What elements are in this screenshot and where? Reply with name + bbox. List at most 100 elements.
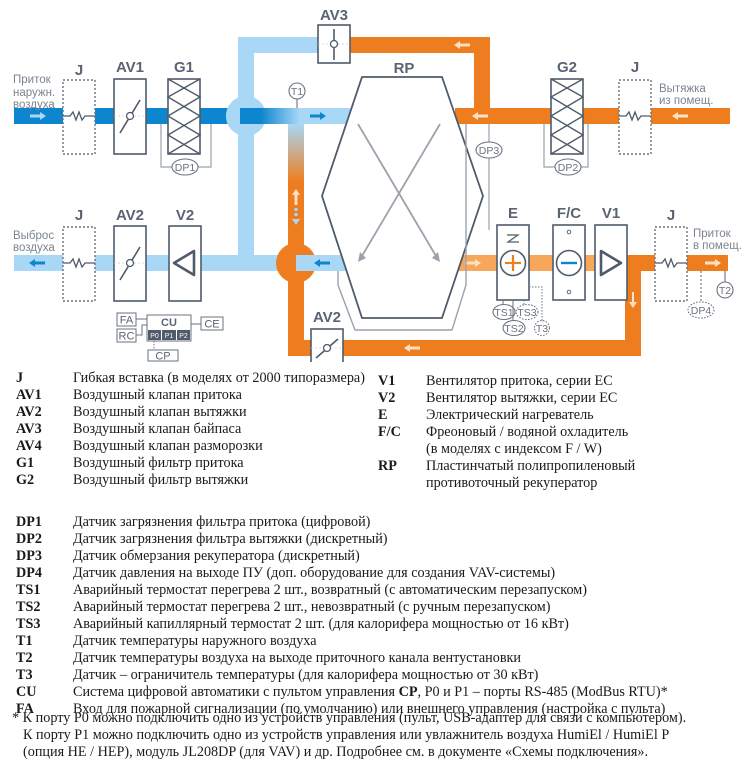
duct-bypass-top (238, 37, 318, 53)
svg-text:TS1: TS1 (494, 307, 513, 319)
port-p0: P0 (150, 333, 159, 340)
label-room-extract: Вытяжка из помещ. (659, 83, 713, 107)
svg-text:J: J (75, 207, 83, 224)
air-filter-g1: G1 (166, 59, 202, 155)
svg-text:AV1: AV1 (116, 59, 144, 76)
recuperator-rp: RP (321, 60, 484, 331)
svg-text:T1: T1 (291, 86, 303, 98)
svg-text:Выброс: Выброс (13, 230, 54, 242)
label-outdoor-intake: Приток наружн. воздуха (13, 74, 55, 111)
svg-text:AV2: AV2 (116, 207, 144, 224)
legend-row: (в моделях с индексом F / W) (426, 441, 602, 457)
flow-arrow-intake (30, 112, 46, 120)
sensor-t2: T2 (716, 271, 734, 299)
label-exhaust-out: Выброс воздуха (13, 230, 55, 254)
svg-text:воздуха: воздуха (13, 242, 55, 254)
label-room-supply: Приток в помещ. (693, 228, 742, 252)
svg-text:наружн.: наружн. (13, 87, 55, 99)
svg-text:DP4: DP4 (691, 305, 712, 317)
svg-text:Приток: Приток (13, 74, 52, 86)
sensor-ts3: TS3 (515, 300, 539, 321)
sensor-ts1: TS1 (492, 300, 516, 321)
flow-arrow-supply-out (705, 259, 721, 267)
svg-text:TS3: TS3 (517, 307, 536, 319)
bypass-damper-av3: AV3 (317, 7, 351, 64)
svg-text:J: J (667, 207, 675, 224)
flow-arrow-rp-exhaust-in (472, 112, 488, 120)
flow-arrow-exhaust (29, 259, 45, 267)
flow-arrow-frost-up (292, 189, 300, 205)
sensor-t1: T1 (288, 82, 306, 108)
ce-box: CE (204, 319, 219, 331)
duct-extract (455, 108, 730, 124)
electric-heater-e: E (496, 205, 530, 301)
flow-arrow-extract (672, 112, 688, 120)
port-p1: P1 (165, 333, 174, 340)
air-damper-av1: AV1 (113, 59, 147, 155)
flex-insert-j-extract: J (618, 59, 652, 155)
flow-arrow-frost-down (292, 208, 300, 225)
svg-text:V2: V2 (176, 207, 194, 224)
svg-text:TS2: TS2 (504, 323, 523, 335)
svg-text:AV3: AV3 (320, 7, 348, 24)
duct-bypass-vertical (238, 37, 254, 270)
svg-text:G1: G1 (174, 59, 194, 76)
fa-box: FA (120, 315, 134, 327)
svg-text:DP1: DP1 (175, 162, 196, 174)
duct-bypass-right-warm (474, 37, 490, 117)
flow-arrow-rp-exhaust-out (314, 259, 330, 267)
svg-text:T3: T3 (536, 323, 548, 335)
flow-arrow-bottom-left (404, 344, 420, 352)
svg-text:J: J (631, 59, 639, 76)
svg-text:J: J (75, 62, 83, 79)
legend-row: противоточный рекуператор (426, 475, 598, 491)
sensor-t3: T3 (529, 286, 551, 337)
rp-label: RP (394, 60, 415, 77)
rc-box: RC (119, 331, 135, 343)
port-p2: P2 (179, 333, 188, 340)
air-filter-g2: G2 (549, 59, 585, 155)
ventilation-schematic: RP J AV1 G1 DP1 T1 AV3 (13, 7, 742, 363)
sensor-dp2: DP2 (543, 124, 589, 176)
svg-text:Приток: Приток (693, 228, 732, 240)
flow-arrow-bottom-down (629, 292, 637, 308)
svg-text:E: E (508, 205, 518, 222)
cooler-fc: F/C (552, 205, 586, 301)
sensor-dp3: DP3 (475, 124, 503, 230)
svg-text:V1: V1 (602, 205, 620, 222)
flex-insert-j-exhaust: J (62, 207, 96, 302)
sensor-dp4: DP4 (687, 271, 715, 319)
flex-insert-j-intake: J (62, 62, 96, 155)
cu-box: CU (161, 317, 177, 329)
flex-insert-j-supply: J (654, 207, 688, 302)
svg-text:G2: G2 (557, 59, 577, 76)
svg-text:из помещ.: из помещ. (659, 95, 713, 107)
cp-box: CP (155, 351, 170, 363)
air-damper-av2-bottom: AV2 (310, 309, 344, 362)
flow-arrow-to-rp (310, 112, 326, 120)
duct-bottom-return (288, 340, 641, 356)
svg-text:DP3: DP3 (479, 145, 500, 157)
sensor-dp1: DP1 (160, 124, 212, 176)
